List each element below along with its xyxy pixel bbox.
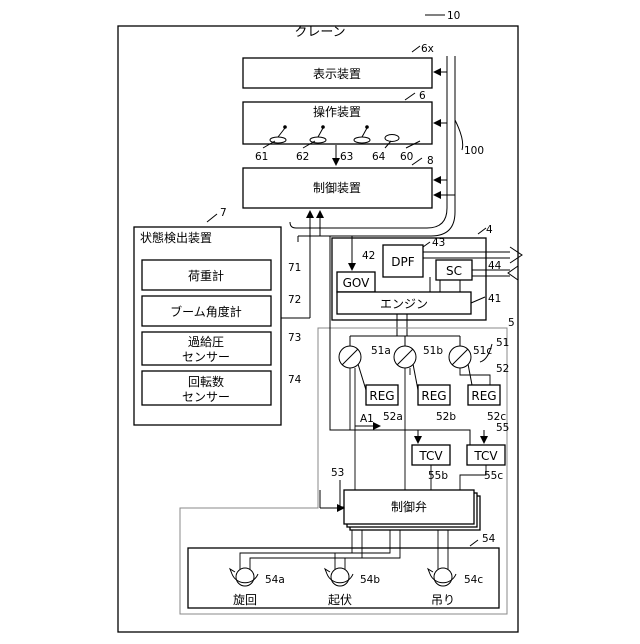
engine-label: エンジン [380, 297, 428, 311]
crane-ref: 10 [447, 10, 460, 22]
lever-ref-62: 62 [296, 151, 309, 163]
sensor-boom-angle-label: ブーム角度計 [170, 304, 242, 319]
sensor-rpm-line1: 回転数 [188, 374, 224, 389]
lever-ref-60: 60 [400, 151, 413, 163]
engine-unit-ref: 4 [486, 224, 493, 236]
pump-ref-51b: 51b [423, 345, 443, 357]
bus-ref: 100 [464, 145, 484, 157]
sensor-boost-pressure-line1: 過給圧 [188, 335, 224, 349]
engine-ref: 41 [488, 293, 501, 305]
display-label: 表示装置 [313, 67, 361, 81]
lever-ref-61: 61 [255, 151, 268, 163]
regs-ref: 52 [496, 363, 509, 375]
sensor-ref-74: 74 [288, 374, 302, 386]
tcv-b-label: TCV [418, 449, 443, 463]
reg-c-label: REG [471, 389, 496, 403]
reg-a-label: REG [369, 389, 394, 403]
motor-ref-54c: 54c [464, 574, 483, 586]
operation-label: 操作装置 [313, 104, 361, 119]
tcv-c-label: TCV [473, 449, 498, 463]
pump-ref-51a: 51a [371, 345, 391, 357]
sensor-load-meter-label: 荷重計 [188, 268, 224, 283]
display-ref: 6x [421, 43, 434, 55]
tcv-ref-55c: 55c [484, 470, 503, 482]
lever-ref-64: 64 [372, 151, 386, 163]
arrow-a1-label: A1 [360, 413, 374, 425]
motor-ref-54b: 54b [360, 574, 380, 586]
motor-label-luffing: 起伏 [328, 593, 352, 607]
hydraulic-ref: 5 [508, 317, 515, 329]
sensor-rpm-line2: センサー [182, 390, 230, 404]
sc-label: SC [446, 264, 462, 278]
crane-title: クレーン [294, 25, 345, 40]
reg-ref-52a: 52a [383, 411, 403, 423]
dpf-label: DPF [391, 255, 414, 269]
gov-ref: 42 [362, 250, 375, 262]
actuator-ref: 54 [482, 533, 496, 545]
state-detector-title: 状態検出装置 [140, 230, 212, 245]
reg-ref-52b: 52b [436, 411, 456, 423]
controller-label: 制御装置 [313, 180, 361, 195]
sensor-ref-71: 71 [288, 262, 301, 274]
pumps-ref: 51 [496, 337, 509, 349]
control-valve-ref: 53 [331, 467, 344, 479]
reg-b-label: REG [421, 389, 446, 403]
operation-ref: 6 [419, 90, 426, 102]
dpf-ref: 43 [432, 237, 445, 249]
lever-ref-63: 63 [340, 151, 353, 163]
gov-label: GOV [343, 276, 371, 290]
motor-label-swing: 旋回 [233, 593, 257, 607]
motor-ref-54a: 54a [265, 574, 285, 586]
sensor-boost-pressure-line2: センサー [182, 350, 230, 364]
sensor-ref-73: 73 [288, 332, 301, 344]
sensor-ref-72: 72 [288, 294, 301, 306]
motor-label-hoist: 吊り [431, 593, 455, 607]
controller-ref: 8 [427, 155, 434, 167]
control-valve-label: 制御弁 [391, 499, 427, 514]
tcvs-ref: 55 [496, 422, 509, 434]
state-detector-ref: 7 [220, 207, 227, 219]
